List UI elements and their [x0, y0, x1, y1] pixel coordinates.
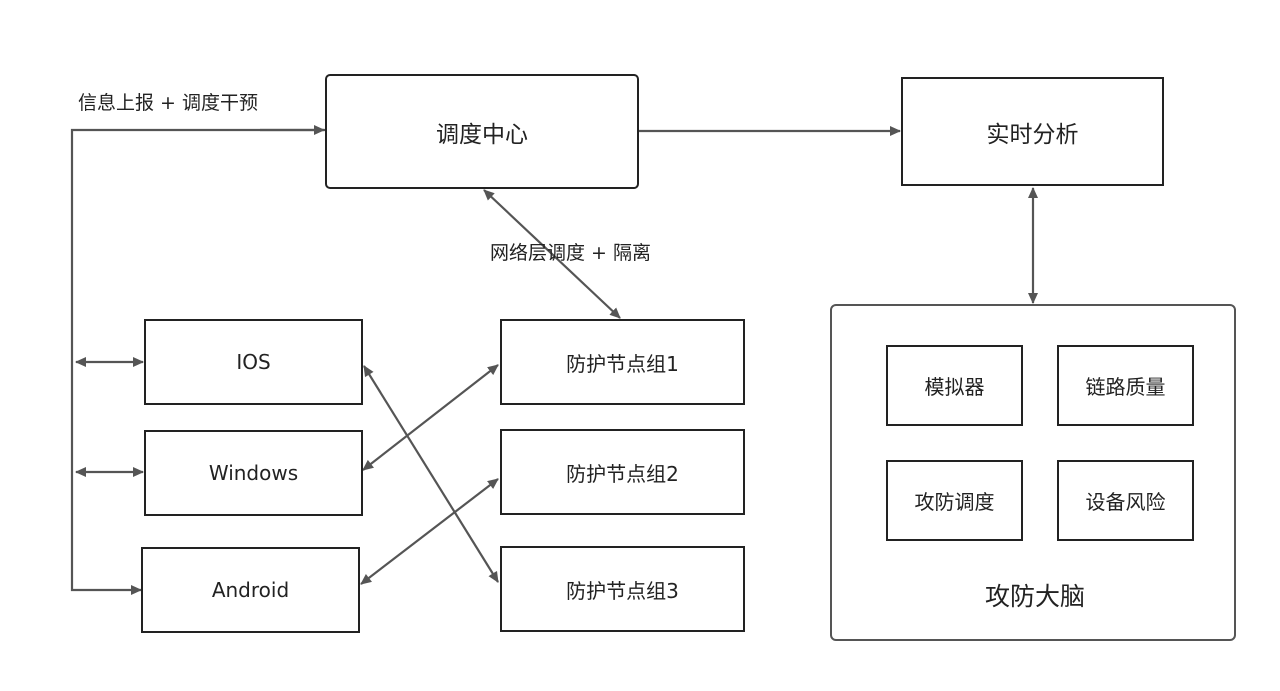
- android-group2-arrow: [360, 478, 499, 585]
- windows-group1-arrow: [362, 364, 499, 471]
- windows-node: Windows: [144, 430, 363, 516]
- attack-defense-dispatch-module: 攻防调度: [886, 460, 1023, 541]
- protection-group-2-node: 防护节点组2: [500, 429, 745, 515]
- link-quality-module: 链路质量: [1057, 345, 1194, 426]
- report-intervene-label: 信息上报 + 调度干预: [78, 92, 258, 114]
- attack-defense-brain-container: 模拟器 链路质量 攻防调度 设备风险 攻防大脑: [830, 304, 1236, 641]
- ios-group3-arrow: [363, 365, 499, 583]
- protection-group-3-node: 防护节点组3: [500, 546, 745, 632]
- dispatch-group1-arrow: [483, 189, 621, 319]
- network-dispatch-isolate-label: 网络层调度 + 隔离: [490, 242, 651, 264]
- simulator-module: 模拟器: [886, 345, 1023, 426]
- protection-group-1-node: 防护节点组1: [500, 319, 745, 405]
- attack-defense-brain-title: 攻防大脑: [985, 582, 1086, 611]
- bus-dispatch-android-line: [70, 128, 325, 595]
- device-risk-module: 设备风险: [1057, 460, 1194, 541]
- ios-node: IOS: [144, 319, 363, 405]
- android-node: Android: [141, 547, 360, 633]
- realtime-analysis-node: 实时分析: [901, 77, 1164, 186]
- dispatch-center-node: 调度中心: [325, 74, 639, 189]
